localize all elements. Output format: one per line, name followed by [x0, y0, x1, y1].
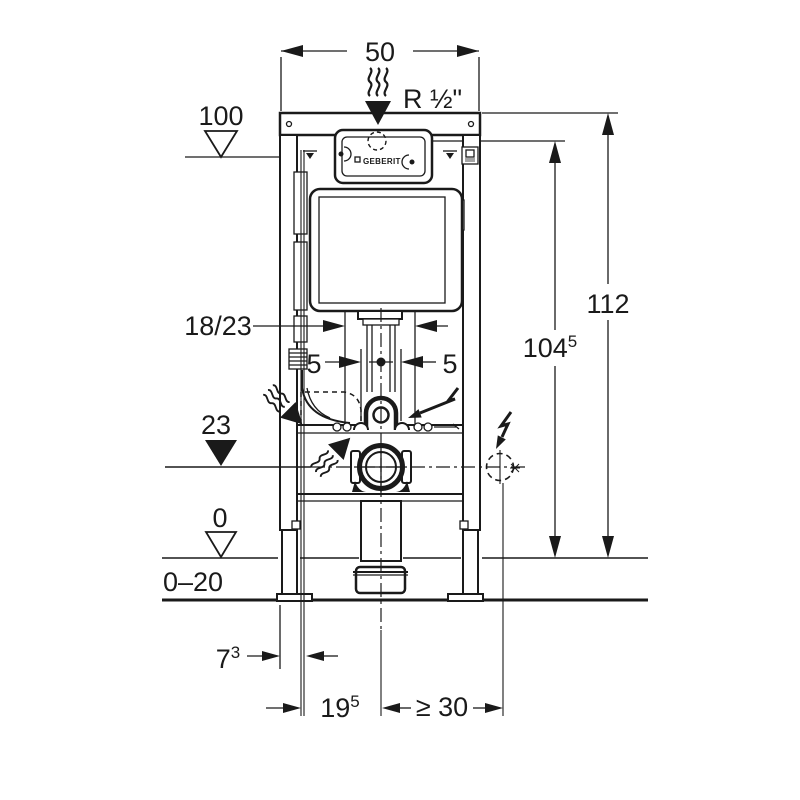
asterisk-mark: [510, 463, 520, 473]
brand-label: GEBERIT: [363, 157, 401, 166]
cistern: [308, 187, 464, 313]
water-level-icon: [306, 153, 314, 159]
water-level-marks: [303, 146, 479, 165]
right-foot-bolt: [459, 520, 469, 530]
brand-square-icon: [354, 156, 361, 163]
left-foot-bolt: [291, 520, 301, 530]
fill-valve-curve: [301, 370, 351, 424]
panel-pin-left: [338, 151, 344, 157]
left-foot-plate: [276, 593, 313, 602]
dim-5-left-label: 5: [306, 349, 321, 379]
fixing-hole: [423, 422, 433, 432]
level-marker-icon: [203, 130, 239, 159]
electrical-connection-icon: [408, 387, 460, 418]
dim-112-label: 112: [586, 289, 629, 319]
level-marker-filled-icon: [205, 440, 237, 466]
fixing-hole: [413, 422, 423, 432]
right-rail: [462, 134, 481, 531]
access-panel: GEBERIT: [333, 128, 434, 185]
supply-fittings: [332, 395, 460, 432]
dim-width-50: 50: [281, 37, 479, 67]
right-foot-tube: [462, 529, 479, 596]
floor-range-label: 0–20: [163, 567, 223, 597]
electrical-connection-icon: [496, 411, 513, 449]
dim-width-label: 50: [365, 37, 395, 67]
flush-pipe: [357, 310, 403, 392]
dim-19-label: 195: [320, 692, 360, 723]
marker-0-label: 0: [212, 503, 227, 533]
cistern-inner: [318, 196, 446, 304]
dim-offset-5-5: 5 5: [306, 349, 457, 379]
supply-connector-right: [394, 422, 410, 431]
dim-18-23-label: 18/23: [184, 311, 252, 341]
dim-flush-pipe-18-23: 18/23: [184, 311, 448, 341]
marker-23: 23: [201, 410, 237, 466]
water-level-icon: [446, 153, 454, 159]
dim-5-right-label: 5: [442, 349, 457, 379]
connection-zone-outline: [300, 391, 362, 427]
dim-104-label: 1045: [523, 332, 578, 363]
marker-100-label: 100: [198, 101, 243, 131]
mounting-frame: [162, 111, 648, 602]
flush-button-reference: [367, 131, 387, 151]
panel-arc-right: [401, 154, 410, 170]
screw-hole-left: [285, 120, 293, 128]
dim-side-min-30: ≥ 30: [382, 692, 503, 722]
fixing-hole: [342, 422, 352, 432]
screw-hole-right: [467, 120, 475, 128]
center-point: [376, 357, 386, 367]
marker-100: 100: [198, 101, 244, 159]
left-foot-tube: [281, 529, 298, 596]
panel-arc-left: [343, 146, 352, 162]
dim-front-7: 73: [216, 643, 338, 674]
dim-7-label: 73: [216, 643, 241, 674]
water-connection-label: R ½": [403, 84, 462, 114]
marker-0: 0: [204, 503, 238, 559]
dim-height-112: 112: [586, 113, 630, 558]
dim-30-label: ≥ 30: [416, 692, 468, 722]
supply-connector-left: [353, 422, 369, 431]
dim-supply-19: 195: [266, 692, 360, 723]
dim-height-104: 1045: [523, 141, 578, 558]
marker-23-label: 23: [201, 410, 231, 440]
mounting-box-icon: [461, 146, 479, 165]
right-foot-plate: [447, 593, 484, 602]
fixing-hole: [332, 422, 342, 432]
panel-pin-right: [409, 159, 415, 165]
level-marker-icon: [204, 531, 238, 559]
